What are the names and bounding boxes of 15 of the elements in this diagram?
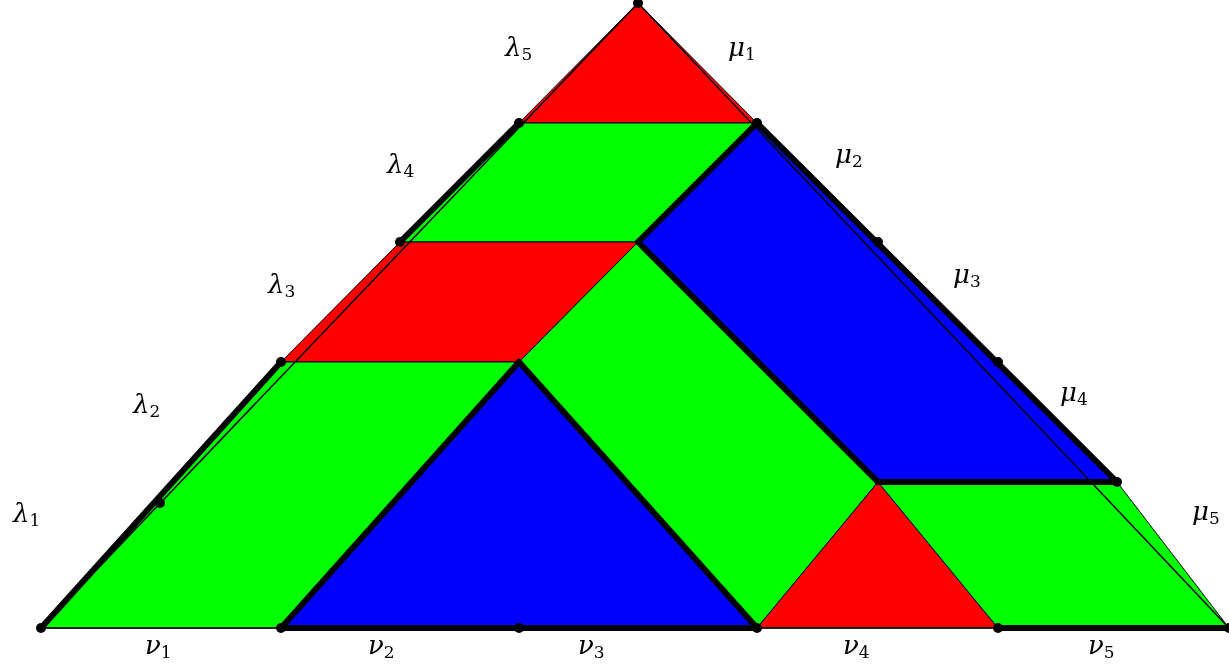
math-label: μ$_{2}$ <box>835 141 863 167</box>
math-label: λ$_{3}$ <box>268 271 296 297</box>
math-label: μ$_{5}$ <box>1192 498 1220 524</box>
math-label: ν$_{3}$ <box>578 632 605 658</box>
math-label: λ$_{2}$ <box>133 391 161 417</box>
math-label: ν$_{1}$ <box>145 632 172 658</box>
math-label: μ$_{3}$ <box>953 261 981 287</box>
math-label: μ$_{4}$ <box>1060 379 1088 405</box>
math-label: μ$_{1}$ <box>728 34 756 60</box>
math-label: ν$_{4}$ <box>843 632 870 658</box>
math-label: ν$_{2}$ <box>368 632 395 658</box>
math-label: ν$_{5}$ <box>1088 632 1115 658</box>
math-label: λ$_{4}$ <box>387 151 415 177</box>
math-label: λ$_{5}$ <box>505 34 533 60</box>
math-label: λ$_{1}$ <box>13 500 41 526</box>
